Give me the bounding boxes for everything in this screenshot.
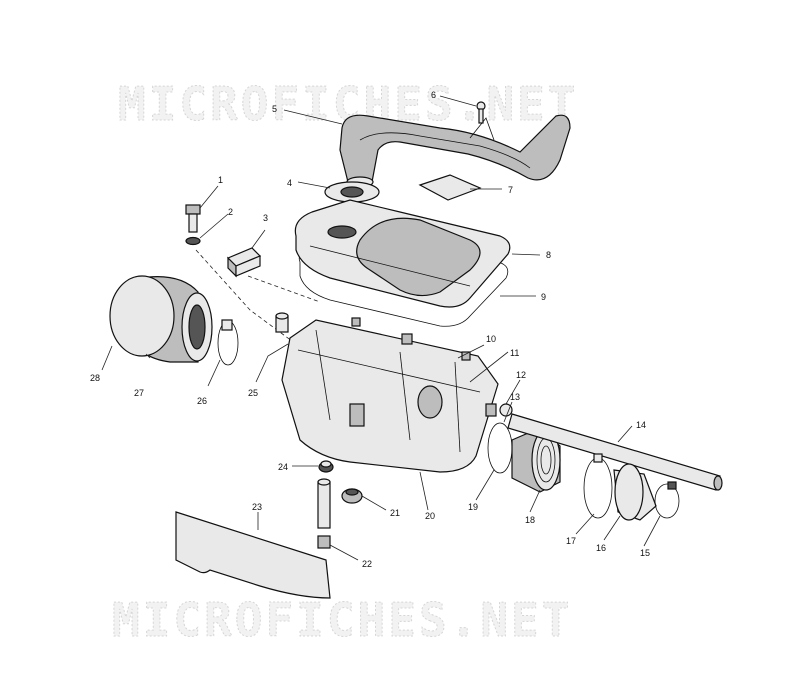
callout-21: 21 <box>390 508 400 518</box>
part-drain-fitting <box>318 460 334 473</box>
callout-12: 12 <box>516 370 526 380</box>
watermark-bottom: MICROFICHES.NET <box>112 593 572 647</box>
callout-26: 26 <box>197 396 207 406</box>
callout-5: 5 <box>272 104 277 114</box>
callout-25: 25 <box>248 388 258 398</box>
part-boot <box>613 463 657 521</box>
part-foam-pad <box>418 174 482 201</box>
callout-16: 16 <box>596 543 606 553</box>
routing-line <box>247 275 321 303</box>
callout-28: 28 <box>90 373 100 383</box>
part-panel <box>175 511 331 599</box>
callout-10: 10 <box>486 334 496 344</box>
part-nut <box>485 403 513 417</box>
callout-27: 27 <box>134 388 144 398</box>
part-gasket <box>487 422 513 474</box>
callout-6: 6 <box>431 90 436 100</box>
callout-18: 18 <box>525 515 535 525</box>
callout-19: 19 <box>468 502 478 512</box>
callout-4: 4 <box>287 178 292 188</box>
part-rod <box>507 413 723 491</box>
part-airbox-housing <box>281 317 499 473</box>
callout-9: 9 <box>541 292 546 302</box>
callout-17: 17 <box>566 536 576 546</box>
callout-13: 13 <box>510 392 520 402</box>
callout-2: 2 <box>228 207 233 217</box>
part-clip <box>401 333 413 345</box>
callout-20: 20 <box>425 511 435 521</box>
part-airbox-lid <box>294 199 511 308</box>
part-washer <box>185 236 201 246</box>
part-grommet <box>324 181 380 203</box>
callout-14: 14 <box>636 420 646 430</box>
part-clamp-17 <box>583 453 613 519</box>
callout-8: 8 <box>546 250 551 260</box>
part-grommet-21 <box>341 488 363 504</box>
callout-23: 23 <box>252 502 262 512</box>
part-spacer <box>275 312 289 333</box>
part-bolt <box>185 204 201 233</box>
part-block <box>226 247 262 278</box>
routing-line <box>195 249 297 345</box>
callout-3: 3 <box>263 213 268 223</box>
watermark-top: MICROFICHES.NET <box>118 77 578 131</box>
part-clamp <box>217 319 239 366</box>
leader-lines <box>101 95 661 561</box>
part-air-filter <box>109 275 213 363</box>
part-clamp-15 <box>654 481 680 519</box>
callout-7: 7 <box>508 185 513 195</box>
callout-11: 11 <box>510 348 519 358</box>
part-screw <box>476 101 486 124</box>
callout-1: 1 <box>218 175 223 185</box>
callout-22: 22 <box>362 559 372 569</box>
callout-15: 15 <box>640 548 650 558</box>
callout-24: 24 <box>278 462 288 472</box>
part-drain-tube <box>317 478 331 549</box>
